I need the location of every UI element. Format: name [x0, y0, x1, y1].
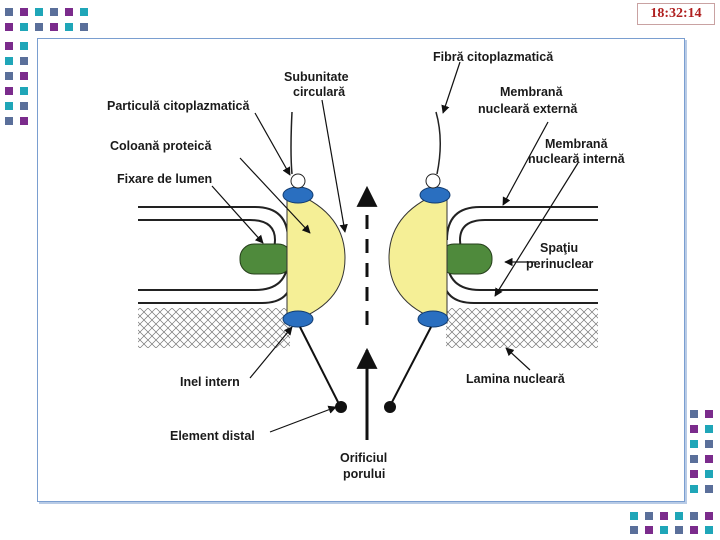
cyto-fiber-right [435, 111, 441, 175]
decor-square [645, 512, 653, 520]
decor-square [20, 57, 28, 65]
inner-ring-left [282, 310, 314, 328]
decor-square [50, 23, 58, 31]
label-pore-orifice-line1: Orificiul [340, 451, 387, 465]
distal-element-left [335, 401, 347, 413]
slide-frame [37, 38, 685, 502]
decor-square [705, 512, 713, 520]
label-outer-membrane-line2: nucleară externă [478, 102, 578, 116]
decor-square [690, 470, 698, 478]
decor-square [690, 485, 698, 493]
protein-column-left [286, 189, 346, 324]
cyto-particle-right [425, 173, 441, 189]
label-lamina: Lamina nucleară [466, 372, 566, 386]
decor-square [5, 8, 13, 16]
lumen-anchor-left [239, 243, 293, 275]
decor-square [690, 410, 698, 418]
label-subunit-line2: circulară [293, 85, 346, 99]
decor-square [675, 526, 683, 534]
decor-square [20, 8, 28, 16]
decor-square [690, 455, 698, 463]
nuclear-lamina-left [138, 308, 290, 348]
label-lumen-fix: Fixare de lumen [117, 172, 212, 186]
label-perinuclear-line1: Spaţiu [540, 241, 578, 255]
decor-square [5, 72, 13, 80]
decor-square [20, 87, 28, 95]
decor-square [65, 23, 73, 31]
leader-lines [211, 61, 579, 433]
decor-square [80, 23, 88, 31]
label-distal-element: Element distal [170, 429, 255, 443]
cyto-ring-left [282, 186, 314, 204]
decor-square [690, 512, 698, 520]
label-cyto-particle: Particulă citoplazmatică [107, 99, 250, 113]
decor-square [705, 485, 713, 493]
decor-square [675, 512, 683, 520]
label-pore-orifice-line2: porului [343, 467, 385, 481]
decor-square [705, 425, 713, 433]
decor-square [5, 57, 13, 65]
protein-column-right [388, 189, 448, 324]
clock-display: 18:32:14 [637, 3, 715, 25]
nuclear-lamina-right [446, 308, 598, 348]
decor-square [705, 410, 713, 418]
decor-square [35, 23, 43, 31]
label-subunit-line1: Subunitate [284, 70, 349, 84]
decor-square [630, 512, 638, 520]
decor-square [20, 42, 28, 50]
decor-square [20, 117, 28, 125]
decor-square [5, 117, 13, 125]
label-inner-membrane-line2: nucleară internă [528, 152, 626, 166]
lumen-anchor-right [439, 243, 493, 275]
label-protein-column: Coloană proteică [110, 139, 212, 153]
label-outer-membrane-line1: Membrană [500, 85, 564, 99]
label-inner-ring: Inel intern [180, 375, 240, 389]
decor-square [20, 23, 28, 31]
decor-square [690, 440, 698, 448]
decor-square [80, 8, 88, 16]
decor-square [630, 526, 638, 534]
decor-square [5, 23, 13, 31]
label-cyto-fiber: Fibră citoplazmatică [433, 50, 554, 64]
decor-square [35, 8, 43, 16]
decor-square [690, 526, 698, 534]
cyto-fiber-left [290, 111, 293, 175]
decor-square [705, 440, 713, 448]
decor-square [645, 526, 653, 534]
inner-ring-right [417, 310, 449, 328]
decor-square [705, 455, 713, 463]
decor-square [20, 102, 28, 110]
decor-square [5, 102, 13, 110]
cyto-ring-right [419, 186, 451, 204]
decor-square [5, 42, 13, 50]
label-inner-membrane-line1: Membrană [545, 137, 609, 151]
decor-square [660, 512, 668, 520]
decor-square [5, 87, 13, 95]
cyto-particle-left [290, 173, 306, 189]
decor-square [705, 526, 713, 534]
decor-square [705, 470, 713, 478]
decor-square [50, 8, 58, 16]
distal-element-right [384, 401, 396, 413]
decor-square [660, 526, 668, 534]
decor-square [65, 8, 73, 16]
label-perinuclear-line2: perinuclear [526, 257, 594, 271]
decor-square [690, 425, 698, 433]
decor-square [20, 72, 28, 80]
